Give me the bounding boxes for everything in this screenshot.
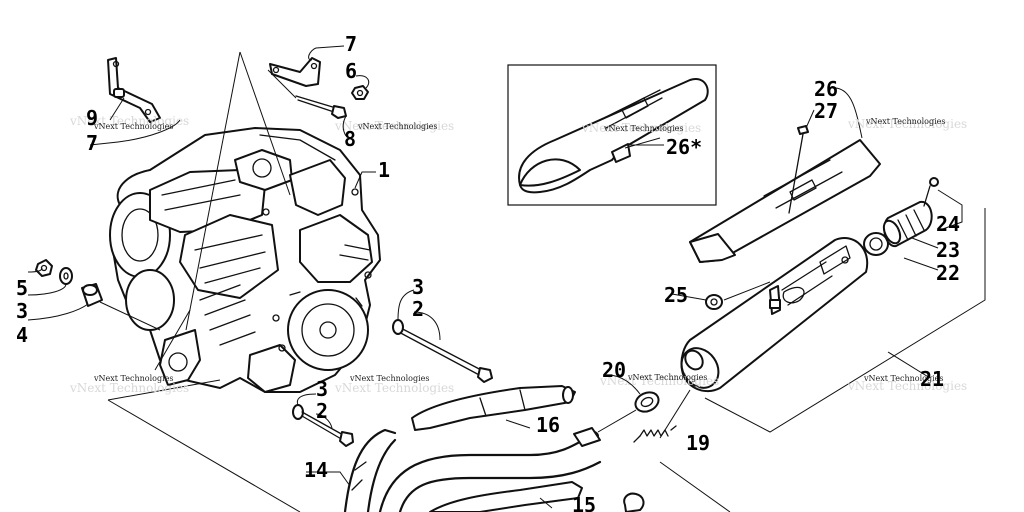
engine-mount-bracket-left — [107, 57, 161, 123]
muffler-bracket — [769, 285, 781, 315]
callout-26-star: 26* — [666, 135, 702, 159]
spark-arrestor-23 — [882, 200, 933, 248]
callout-2-right: 2 — [412, 297, 424, 321]
svg-text:vNext Technologies: vNext Technologies — [69, 381, 189, 395]
svg-text:vNext Technologies: vNext Technologies — [847, 117, 967, 131]
callout-7-top: 7 — [345, 32, 357, 56]
through-bolt-2 — [392, 319, 493, 383]
screw-24 — [923, 177, 939, 207]
muffler-heat-shield-26 — [689, 139, 881, 263]
engine-mount-bracket-top — [269, 57, 321, 87]
callout-leaders — [27, 45, 939, 509]
clamp-bottom — [623, 492, 645, 512]
svg-text:vNext Technologies: vNext Technologies — [847, 379, 967, 393]
svg-text:vNext Technologies: vNext Technologies — [349, 374, 429, 383]
exhaust-header-pipe-14 — [343, 428, 397, 512]
callout-4: 4 — [16, 323, 28, 347]
exhaust-pipe-main — [378, 427, 602, 512]
callout-9: 9 — [86, 106, 98, 130]
callout-21: 21 — [920, 367, 944, 391]
svg-text:vNext Technologies: vNext Technologies — [627, 373, 707, 382]
callout-19: 19 — [686, 431, 710, 455]
svg-text:vNext Technologies: vNext Technologies — [357, 122, 437, 131]
gasket-22 — [863, 232, 889, 256]
muffler-21 — [680, 237, 869, 393]
svg-text:vNext Technologies: vNext Technologies — [603, 124, 683, 133]
callout-27: 27 — [814, 99, 838, 123]
callout-16: 16 — [536, 413, 560, 437]
callout-20: 20 — [602, 358, 626, 382]
svg-text:vNext Technologies: vNext Technologies — [93, 122, 173, 131]
callout-14: 14 — [304, 458, 328, 482]
callout-1: 1 — [378, 158, 390, 182]
svg-text:vNext Technologies: vNext Technologies — [581, 121, 701, 135]
washer-3-left — [59, 267, 73, 285]
watermarks: vNext Technologies vNext Technologies vN… — [69, 114, 967, 395]
heat-shield-15 — [429, 481, 583, 512]
spacer-4 — [81, 283, 103, 307]
callout-23: 23 — [936, 238, 960, 262]
bolt-2-lower — [292, 404, 354, 447]
callout-22: 22 — [936, 261, 960, 285]
callout-3-left: 3 — [16, 299, 28, 323]
engine-assembly — [109, 127, 381, 393]
svg-text:vNext Technologies: vNext Technologies — [69, 114, 189, 128]
callout-7-left: 7 — [86, 131, 98, 155]
inset-heat-shield-detail — [507, 64, 717, 206]
callout-15: 15 — [572, 493, 596, 512]
svg-text:vNext Technologies: vNext Technologies — [599, 374, 719, 388]
screw-27 — [788, 125, 809, 214]
callout-6: 6 — [345, 59, 357, 83]
svg-text:vNext Technologies: vNext Technologies — [865, 117, 945, 126]
callout-3-right: 3 — [412, 275, 424, 299]
svg-text:vNext Technologies: vNext Technologies — [334, 381, 454, 395]
callout-labels: 1 2 2 3 3 3 4 5 6 7 7 8 9 14 15 16 19 20… — [16, 32, 960, 512]
svg-text:vNext Technologies: vNext Technologies — [863, 374, 943, 383]
spring-19 — [633, 425, 677, 443]
callout-2-lower: 2 — [316, 399, 328, 423]
callout-5: 5 — [16, 276, 28, 300]
svg-text:vNext Technologies: vNext Technologies — [93, 374, 173, 383]
callout-3-lower: 3 — [316, 377, 328, 401]
nut-5 — [35, 259, 53, 277]
svg-text:vNext Technologies: vNext Technologies — [334, 119, 454, 133]
callout-26: 26 — [814, 77, 838, 101]
heat-shield-16 — [411, 385, 576, 431]
callout-25: 25 — [664, 283, 688, 307]
bolt-8 — [295, 95, 347, 119]
callout-8: 8 — [344, 127, 356, 151]
nut-6 — [351, 85, 369, 100]
gasket-20 — [634, 391, 660, 413]
grommet-25 — [705, 294, 723, 310]
callout-24: 24 — [936, 212, 960, 236]
